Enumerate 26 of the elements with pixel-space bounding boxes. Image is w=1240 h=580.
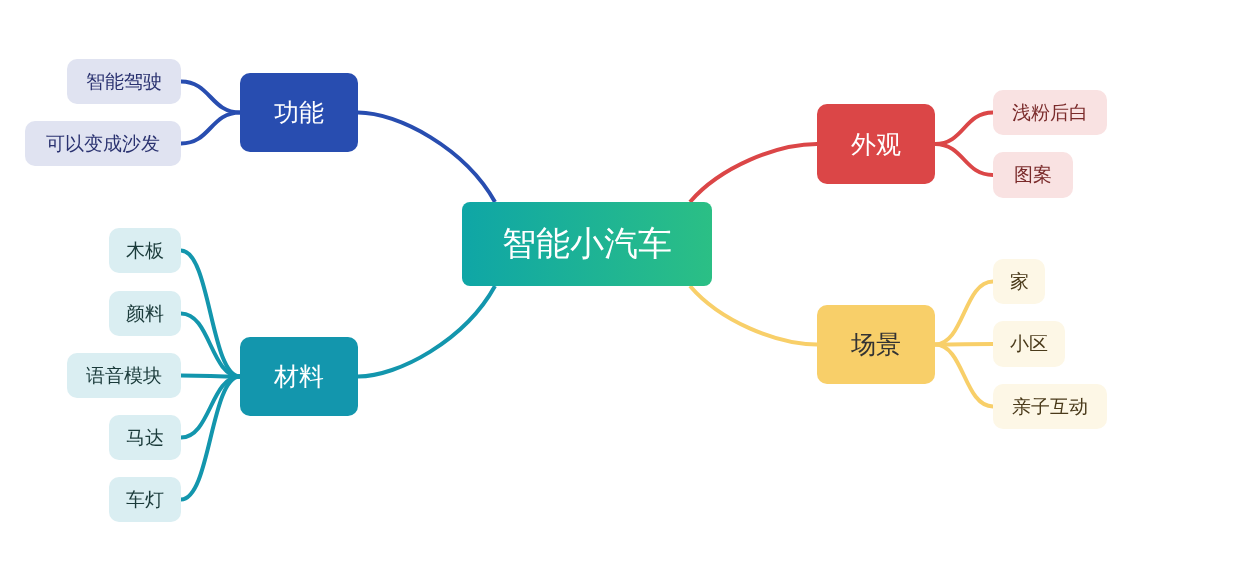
connector-line bbox=[934, 342, 994, 409]
connector-line bbox=[688, 284, 818, 347]
topic-box: 场景 bbox=[817, 305, 935, 384]
connector-line bbox=[934, 142, 994, 177]
subtopic-box: 可以变成沙发 bbox=[25, 121, 181, 166]
subtopic-box: 浅粉后白 bbox=[993, 90, 1107, 135]
subtopic-box: 亲子互动 bbox=[993, 384, 1107, 429]
connector-line bbox=[357, 110, 497, 204]
subtopic-box: 小区 bbox=[993, 321, 1065, 367]
subtopic-box: 语音模块 bbox=[67, 353, 181, 398]
connector-line bbox=[357, 284, 497, 379]
subtopic-box: 智能驾驶 bbox=[67, 59, 181, 104]
subtopic-box: 马达 bbox=[109, 415, 181, 460]
subtopic-box: 木板 bbox=[109, 228, 181, 273]
topic-box: 材料 bbox=[240, 337, 358, 416]
topic-box: 外观 bbox=[817, 104, 935, 184]
central-topic-box: 智能小汽车 bbox=[462, 202, 712, 286]
connector-line bbox=[935, 342, 993, 347]
subtopic-box: 车灯 bbox=[109, 477, 181, 522]
connector-line bbox=[180, 79, 241, 115]
connector-line bbox=[180, 110, 241, 146]
connector-line bbox=[688, 142, 818, 204]
topic-box: 功能 bbox=[240, 73, 358, 152]
subtopic-box: 图案 bbox=[993, 152, 1073, 198]
subtopic-box: 颜料 bbox=[109, 291, 181, 336]
subtopic-box: 家 bbox=[993, 259, 1045, 304]
